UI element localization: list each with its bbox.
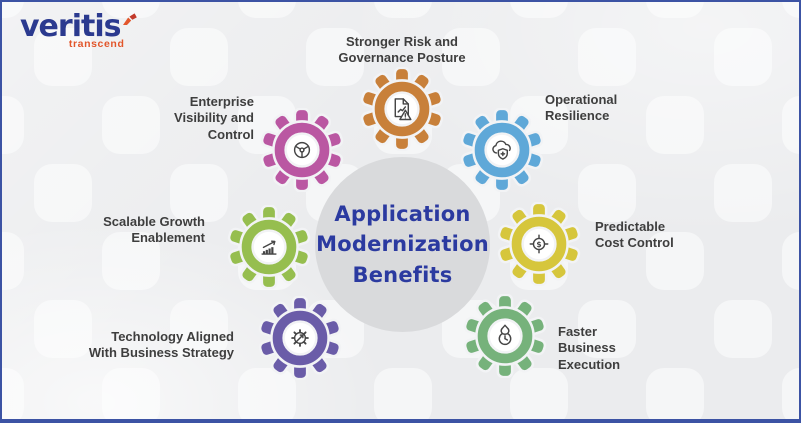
benefit-label-resilience: Operational Resilience — [545, 92, 618, 124]
benefit-label-visibility: Enterprise Visibility and Control — [174, 94, 254, 142]
benefit-gear-resilience — [460, 108, 544, 192]
risk-report-icon — [394, 98, 412, 121]
infographic-title: Application Modernization Benefits — [316, 201, 489, 287]
benefit-label-cost: Predictable Cost Control — [595, 219, 674, 251]
logo-check-icon — [123, 13, 138, 25]
benefit-label-strategy: Technology Aligned With Business Strateg… — [88, 329, 234, 361]
benefit-label-growth: Scalable Growth Enablement — [103, 214, 205, 246]
benefit-gear-strategy — [258, 296, 342, 380]
benefit-gear-risk — [360, 67, 444, 151]
logo: veritis transcend — [20, 12, 138, 50]
logo-name: veritis — [20, 9, 121, 44]
benefit-gear-growth — [227, 205, 311, 289]
strategy-gear-icon — [291, 329, 309, 347]
logo-tagline: transcend — [68, 38, 125, 50]
benefit-gear-faster — [463, 294, 547, 378]
flame-clock-icon — [498, 324, 512, 346]
benefit-gear-visibility — [260, 108, 344, 192]
benefit-label-risk: Stronger Risk and Governance Posture — [338, 34, 466, 66]
cloud-shield-icon — [492, 140, 511, 160]
center-circle: Application Modernization Benefits — [315, 157, 490, 332]
benefit-gear-cost: $ — [497, 202, 581, 286]
steering-wheel-icon — [293, 141, 311, 159]
svg-text:$: $ — [536, 240, 541, 249]
cost-target-icon: $ — [529, 234, 549, 254]
benefit-label-faster: Faster Business Execution — [558, 324, 621, 372]
growth-chart-icon — [261, 240, 277, 255]
